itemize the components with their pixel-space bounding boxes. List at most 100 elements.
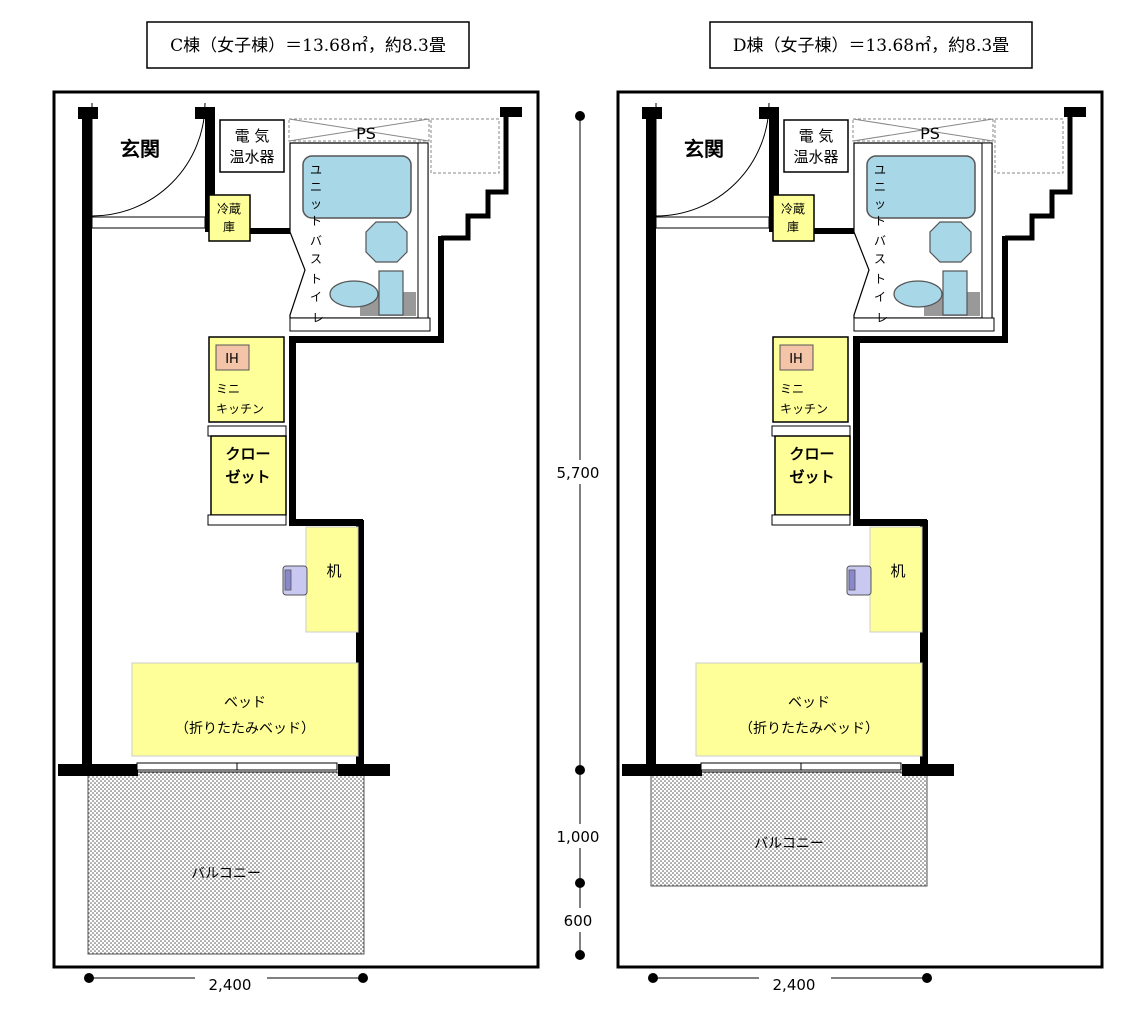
plan-d-fridge-label-2: 庫 [787, 220, 799, 234]
plan-c-width-label: 2,400 [209, 976, 252, 994]
plan-d-title-box: D棟（女子棟）＝13.68㎡，約8.3畳 [709, 21, 1033, 69]
plan-c-closet-label-1: クロー [225, 445, 270, 463]
plan-d-width-dimension: 2,400 [648, 973, 932, 994]
plan-d-water-heater-label-1: 電 気 [799, 127, 834, 145]
plan-d-sink [929, 221, 972, 263]
plan-d-unit-bath-char: イ [874, 290, 886, 304]
plan-c-walls [58, 107, 444, 776]
plan-c-mini-kitchen-label-2: キッチン [216, 402, 264, 416]
plan-d-water-heater-label-2: 温水器 [793, 148, 838, 166]
plan-d-bed: ベッド （折りたたみベッド） [695, 662, 923, 757]
plan-d-mini-kitchen-label-2: キッチン [780, 402, 828, 416]
plan-c-unit-bath-char: ス [310, 252, 322, 266]
plan-d-title: D棟（女子棟）＝13.68㎡，約8.3畳 [733, 36, 1009, 56]
plan-c-bed-label-2: （折りたたみベッド） [175, 721, 315, 737]
plan-d-width-label: 2,400 [773, 976, 816, 994]
plan-c-closet: クロー ゼット [207, 425, 287, 526]
plan-d-chair-icon [846, 565, 872, 596]
plan-c-ih-label: IH [225, 352, 239, 367]
plan-c-title: C棟（女子棟）＝13.68㎡，約8.3畳 [170, 36, 446, 56]
plan-c-bed-label-1: ベッド [224, 695, 266, 711]
plan-d-entrance-label: 玄関 [684, 137, 724, 161]
plan-c-stepped-wall [441, 112, 509, 241]
plan-c-fridge-label-1: 冷蔵 [217, 202, 241, 216]
plan-d-toilet-tank [942, 270, 968, 316]
plan-d-walls [622, 107, 1008, 776]
plan-c-width-dimension: 2,400 [84, 973, 368, 994]
plan-c-toilet-bowl [329, 280, 379, 308]
plan-c-unit-bath-char: レ [312, 311, 324, 325]
plan-d-ps-label: PS [920, 124, 940, 143]
plan-d-unit-bath: ユ ニ ッ ト バ ス ト イ レ [853, 142, 995, 332]
plan-d-unit-bath-char: ス [874, 252, 886, 266]
plan-d-unit-bath-char: ト [874, 272, 886, 286]
plan-c-entrance-door: 玄関 [91, 102, 206, 229]
plan-c: C棟（女子棟）＝13.68㎡，約8.3畳 バルコニー [52, 21, 540, 994]
plan-c-chair-icon [282, 565, 308, 596]
plan-d-ps-side [994, 118, 1064, 174]
plan-c-unit-bath-label: ユ ニ ッ ト バ ス ト イ レ [310, 163, 324, 325]
plan-c-water-heater-label-1: 電 気 [235, 127, 270, 145]
plan-d-balcony: バルコニー [650, 771, 928, 887]
plan-c-unit-bath: ユ ニ ッ ト バ ス ト イ レ [289, 142, 431, 332]
plan-d-bed-label-2: （折りたたみベッド） [739, 721, 879, 737]
plan-d-unit-bath-char: ニ [874, 180, 886, 194]
plan-c-bathtub [302, 155, 412, 219]
plan-c-sink [365, 221, 408, 263]
plan-c-ps: PS [288, 118, 500, 174]
plan-c-desk: 机 [282, 526, 359, 633]
plan-d-entrance-door: 玄関 [655, 102, 770, 229]
plan-d-unit-bath-label: ユ ニ ッ ト バ ス ト イ レ [874, 163, 888, 325]
plan-d-ps: PS [852, 118, 1064, 174]
plan-d-toilet-bowl [893, 280, 943, 308]
plan-c-unit-bath-char: ッ [310, 197, 322, 211]
plan-c-closet-label-2: ゼット [225, 468, 270, 486]
plan-d-unit-bath-char: ユ [874, 163, 886, 177]
plan-c-desk-label: 机 [326, 562, 341, 580]
plan-d-wall-cap [1064, 107, 1086, 117]
plan-d-ih-label: IH [789, 352, 803, 367]
plan-d-desk: 机 [846, 526, 923, 633]
plan-d-mini-kitchen: IH ミニ キッチン [772, 336, 849, 423]
plan-d-closet-label-2: ゼット [789, 468, 834, 486]
plan-c-unit-bath-char: バ [310, 234, 322, 248]
plan-c-title-box: C棟（女子棟）＝13.68㎡，約8.3畳 [146, 21, 470, 69]
plan-c-unit-bath-char: ユ [310, 163, 322, 177]
plan-c-water-heater-label-2: 温水器 [229, 148, 274, 166]
plan-d-unit-bath-char: バ [874, 234, 886, 248]
plan-d-fridge-label-1: 冷蔵 [781, 202, 805, 216]
plan-d: D棟（女子棟）＝13.68㎡，約8.3畳 バルコニー [616, 21, 1104, 994]
plan-c-fridge: 冷蔵 庫 [208, 194, 251, 242]
plan-c-balcony-label: バルコニー [191, 866, 261, 882]
plan-c-ps-label: PS [356, 124, 376, 143]
plan-c-unit-bath-char: ニ [310, 180, 322, 194]
plan-d-balcony-label: バルコニー [754, 836, 824, 852]
plan-c-water-heater: 電 気 温水器 [219, 119, 285, 173]
depth-dimensions: 5,700 1,000 600 [550, 111, 610, 960]
plan-d-closet-label-1: クロー [789, 445, 834, 463]
balcony-depth-label: 1,000 [557, 828, 600, 846]
plan-c-balcony-window [136, 762, 338, 773]
plan-d-bathtub [866, 155, 976, 219]
plan-c-balcony: バルコニー [87, 771, 365, 955]
plan-d-desk-label: 机 [890, 562, 905, 580]
plan-c-bed: ベッド （折りたたみベッド） [131, 662, 359, 757]
plan-d-unit-bath-char: ト [874, 214, 886, 228]
plan-c-mini-kitchen-label-1: ミニ [216, 382, 240, 396]
plan-d-water-heater: 電 気 温水器 [783, 119, 849, 173]
plan-c-outer-frame [52, 90, 540, 969]
plan-c-ps-side [430, 118, 500, 174]
plan-d-outer-frame [616, 90, 1104, 969]
plan-c-mini-kitchen: IH ミニ キッチン [208, 336, 285, 423]
plan-d-balcony-window [700, 762, 902, 773]
plan-c-fridge-label-2: 庫 [223, 220, 235, 234]
extra-depth-label: 600 [564, 912, 593, 930]
plan-d-bed-label-1: ベッド [788, 695, 830, 711]
plan-c-unit-bath-char: イ [310, 290, 322, 304]
plan-d-stepped-wall [1005, 112, 1073, 241]
plan-c-wall-cap [500, 107, 522, 117]
plan-d-mini-kitchen-label-1: ミニ [780, 382, 804, 396]
room-depth-label: 5,700 [557, 464, 600, 482]
plan-d-fridge: 冷蔵 庫 [772, 194, 815, 242]
